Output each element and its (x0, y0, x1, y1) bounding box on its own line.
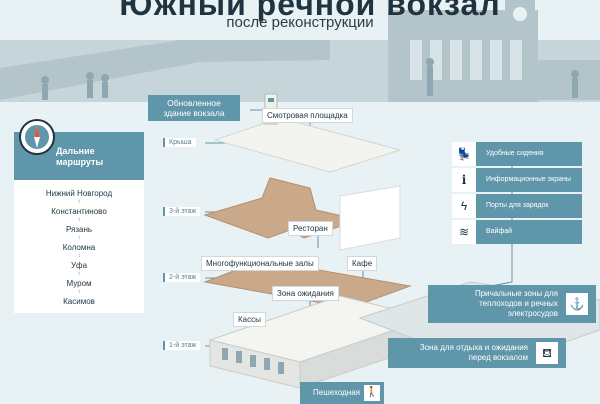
floor-tag-roof: Крыша (163, 138, 196, 147)
routes-list: Нижний Новгород ↕ Константиново ↕ Рязань… (14, 180, 144, 313)
floor-tag-third: 3-й этаж (163, 207, 201, 216)
rest-zone-label: Зона для отдыха и ожидания перед вокзало… (419, 343, 528, 362)
route-separator-icon: ↕ (77, 217, 81, 223)
amenity-item: 💺 Удобные сидения (452, 142, 582, 166)
route-separator-icon: ↕ (77, 253, 81, 259)
route-separator-icon: ↕ (77, 289, 81, 295)
mooring-zones-callout: Причальные зоны для теплоходов и речных … (428, 285, 596, 323)
route-separator-icon: ↕ (77, 235, 81, 241)
charging-icon: ϟ (452, 194, 476, 218)
route-city: Коломна (62, 243, 96, 252)
cafe-label: Кафе (347, 256, 378, 271)
route-city: Уфа (70, 261, 88, 270)
amenity-label: Информационные экраны (486, 176, 571, 183)
observation-deck-label: Смотровая площадка (262, 108, 353, 123)
route-separator-icon: ↕ (77, 271, 81, 277)
route-separator-icon: ↕ (77, 199, 81, 205)
mooring-zones-label: Причальные зоны для теплоходов и речных … (474, 289, 558, 318)
amenity-item: ≋ Вайфай (452, 220, 582, 244)
floor-tag-first: 1-й этаж (163, 341, 201, 350)
seat-icon: 💺 (452, 142, 476, 166)
route-city: Муром (66, 279, 92, 288)
updated-building-tag: Обновленное здание вокзала (148, 95, 240, 121)
restaurant-label: Ресторан (288, 221, 333, 236)
anchor-icon: ⚓ (566, 293, 588, 315)
amenity-label: Порты для зарядок (486, 202, 549, 209)
amenity-label: Удобные сидения (486, 150, 544, 157)
pedestrian-icon: 🚶 (364, 385, 380, 401)
bench-icon: ⛾ (536, 342, 558, 364)
waiting-area-label: Зона ожидания (272, 286, 339, 301)
pedestrian-callout: Пешеходная 🚶 (300, 382, 384, 404)
page-title: Южный речной вокзал (119, 0, 501, 22)
route-city: Константиново (51, 207, 107, 216)
compass-icon (19, 119, 55, 155)
floor-tag-second: 2-й этаж (163, 273, 201, 282)
route-city: Рязань (65, 225, 93, 234)
rest-zone-callout: Зона для отдыха и ожидания перед вокзало… (388, 338, 566, 368)
route-city: Касимов (63, 297, 95, 306)
ticket-office-label: Кассы (233, 312, 266, 327)
multifunctional-halls-label: Многофункциональные залы (201, 256, 319, 271)
route-city: Нижний Новгород (45, 189, 113, 198)
amenity-item: i Информационные экраны (452, 168, 582, 192)
pedestrian-label: Пешеходная (313, 388, 360, 397)
long-routes-panel: Дальние маршруты Нижний Новгород ↕ Конст… (14, 132, 144, 313)
amenity-label: Вайфай (486, 228, 513, 235)
amenity-item: ϟ Порты для зарядок (452, 194, 582, 218)
info-icon: i (452, 168, 476, 192)
skyline-illustration (0, 0, 600, 102)
page-subtitle: после реконструкции (226, 14, 374, 31)
amenities-panel: 💺 Удобные сидения i Информационные экран… (452, 142, 582, 246)
wifi-icon: ≋ (452, 220, 476, 244)
